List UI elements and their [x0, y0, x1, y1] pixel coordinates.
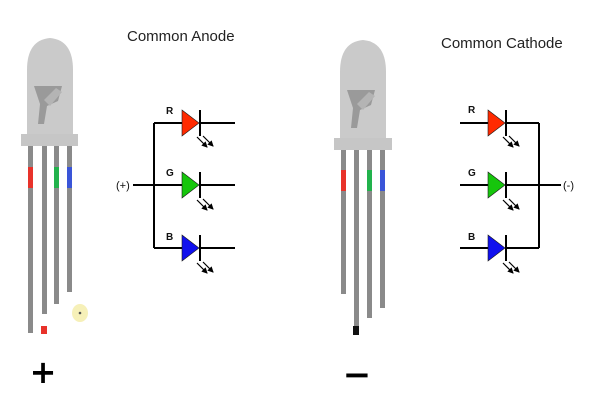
common-cathode-title: Common Cathode — [441, 35, 563, 52]
common-anode-schematic: R G B (+) — [116, 106, 235, 274]
led-red-symbol — [487, 109, 506, 137]
cathode-supply-label: (-) — [563, 180, 574, 192]
led-red-emission-arrow — [502, 136, 514, 148]
common-anode-section: Common Anode — [21, 28, 235, 391]
anode-label-b: B — [166, 232, 173, 243]
anode-common-bus — [133, 123, 155, 248]
lead-common-anode — [42, 142, 47, 314]
led-red-emission-arrow — [196, 136, 208, 148]
anode-channel-red: R — [154, 106, 235, 148]
lead-blue — [67, 142, 72, 292]
anode-polarity-sign: + — [30, 353, 57, 391]
led-green-emission-arrow — [502, 199, 514, 211]
cathode-channel-green: G — [460, 168, 539, 211]
lead-green — [367, 146, 372, 318]
anode-label-r: R — [166, 106, 174, 117]
led-red-symbol — [181, 109, 200, 137]
led-green-symbol — [181, 171, 200, 199]
led-green-emission-arrow — [196, 199, 208, 211]
led-cathode-drawing — [334, 40, 392, 335]
led-red-emission-arrow — [508, 135, 520, 147]
cathode-channel-red: R — [460, 105, 539, 148]
cathode-common-bus — [538, 123, 561, 248]
common-cathode-schematic: R G B (-) — [460, 105, 574, 274]
anode-channel-blue: B — [154, 232, 235, 274]
led-die-post — [44, 88, 62, 106]
green-band — [54, 167, 59, 188]
cathode-channel-blue: B — [460, 232, 539, 274]
led-green-emission-arrow — [508, 198, 520, 210]
cathode-label-b: B — [468, 232, 475, 243]
led-anode-drawing — [21, 38, 78, 334]
green-band — [367, 170, 372, 191]
lead-red — [341, 146, 346, 294]
anode-supply-label: (+) — [116, 180, 130, 192]
anode-channel-green: G — [154, 168, 235, 211]
led-dome — [340, 40, 386, 138]
common-anode-title: Common Anode — [127, 28, 235, 45]
led-die-post — [357, 92, 375, 110]
lead-green — [54, 142, 59, 304]
red-band — [341, 170, 346, 191]
led-green-symbol — [487, 171, 506, 199]
lead-red — [28, 142, 33, 333]
led-blue-symbol — [487, 234, 506, 262]
led-blue-symbol — [181, 234, 200, 262]
cursor-dot — [78, 311, 82, 315]
led-blue-emission-arrow — [502, 262, 514, 274]
anode-tip-marker — [41, 326, 47, 334]
lead-blue — [380, 146, 385, 308]
lead-common-cathode — [354, 146, 359, 332]
led-red-emission-arrow — [202, 135, 214, 147]
cathode-polarity-sign: − — [343, 355, 372, 395]
red-band — [28, 167, 33, 188]
led-blue-emission-arrow — [202, 261, 214, 273]
led-green-emission-arrow — [202, 198, 214, 210]
blue-band — [67, 167, 72, 188]
led-blue-emission-arrow — [196, 262, 208, 274]
cathode-tip-marker — [353, 326, 359, 335]
led-flange — [21, 134, 78, 146]
cathode-label-r: R — [468, 105, 476, 116]
anode-label-g: G — [166, 168, 174, 179]
common-cathode-section: Common Cathode — [334, 35, 574, 395]
led-blue-emission-arrow — [508, 261, 520, 273]
led-flange — [334, 138, 392, 150]
cathode-label-g: G — [468, 168, 476, 179]
cursor-highlight — [72, 304, 88, 322]
led-anode-leads — [28, 142, 72, 333]
led-cathode-leads — [341, 146, 385, 332]
blue-band — [380, 170, 385, 191]
